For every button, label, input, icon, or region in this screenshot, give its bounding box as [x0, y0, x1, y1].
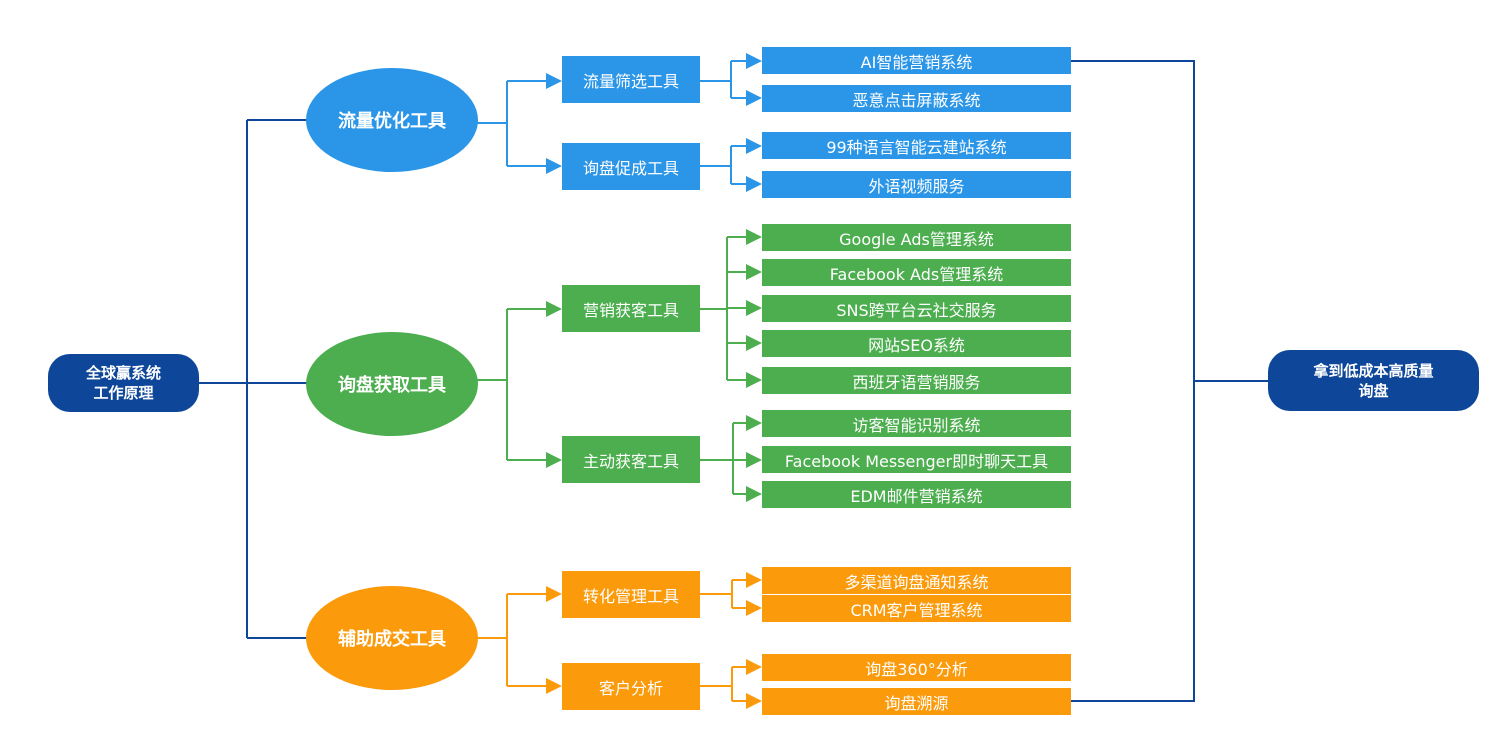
leaf-multilingual-site: 99种语言智能云建站系统 — [762, 132, 1071, 159]
tool-customer-analysis: 客户分析 — [562, 663, 700, 710]
category-traffic-optimization: 流量优化工具 — [306, 68, 478, 172]
tool-traffic-filter: 流量筛选工具 — [562, 56, 700, 103]
result-line-1: 拿到低成本高质量 — [1313, 361, 1434, 380]
leaf-google-ads: Google Ads管理系统 — [762, 224, 1071, 251]
leaf-seo: 网站SEO系统 — [762, 330, 1071, 357]
leaf-facebook-ads: Facebook Ads管理系统 — [762, 259, 1071, 286]
tool-active-acquisition: 主动获客工具 — [562, 436, 700, 483]
leaf-crm: CRM客户管理系统 — [762, 595, 1071, 622]
root-connector — [198, 119, 307, 639]
leaf-click-blocking: 恶意点击屏蔽系统 — [762, 85, 1071, 112]
result-line-2: 询盘 — [1358, 381, 1389, 400]
leaf-inquiry-notification: 多渠道询盘通知系统 — [762, 567, 1071, 594]
tool-marketing-acquisition: 营销获客工具 — [562, 285, 700, 332]
root-line-2: 工作原理 — [93, 384, 154, 402]
blue-connector — [477, 53, 762, 192]
root-line-1: 全球赢系统 — [85, 364, 161, 382]
leaf-edm-email: EDM邮件营销系统 — [762, 481, 1071, 508]
result-connector — [1071, 60, 1268, 702]
leaf-sns-social: SNS跨平台云社交服务 — [762, 295, 1071, 322]
root-node: 全球赢系统 工作原理 — [48, 354, 199, 412]
category-deal-assistance: 辅助成交工具 — [306, 586, 478, 690]
result-node: 拿到低成本高质量 询盘 — [1268, 350, 1479, 411]
category-inquiry-acquisition: 询盘获取工具 — [306, 332, 478, 436]
orange-connector — [477, 572, 762, 709]
leaf-inquiry-trace: 询盘溯源 — [762, 688, 1071, 715]
leaf-messenger-chat: Facebook Messenger即时聊天工具 — [762, 446, 1071, 473]
leaf-video-service: 外语视频服务 — [762, 171, 1071, 198]
leaf-spanish-marketing: 西班牙语营销服务 — [762, 367, 1071, 394]
leaf-visitor-recognition: 访客智能识别系统 — [762, 410, 1071, 437]
leaf-inquiry-360: 询盘360°分析 — [762, 654, 1071, 681]
tool-inquiry-conversion: 询盘促成工具 — [562, 143, 700, 190]
green-connector — [477, 229, 762, 502]
tool-conversion-management: 转化管理工具 — [562, 571, 700, 618]
leaf-ai-marketing: AI智能营销系统 — [762, 47, 1071, 74]
